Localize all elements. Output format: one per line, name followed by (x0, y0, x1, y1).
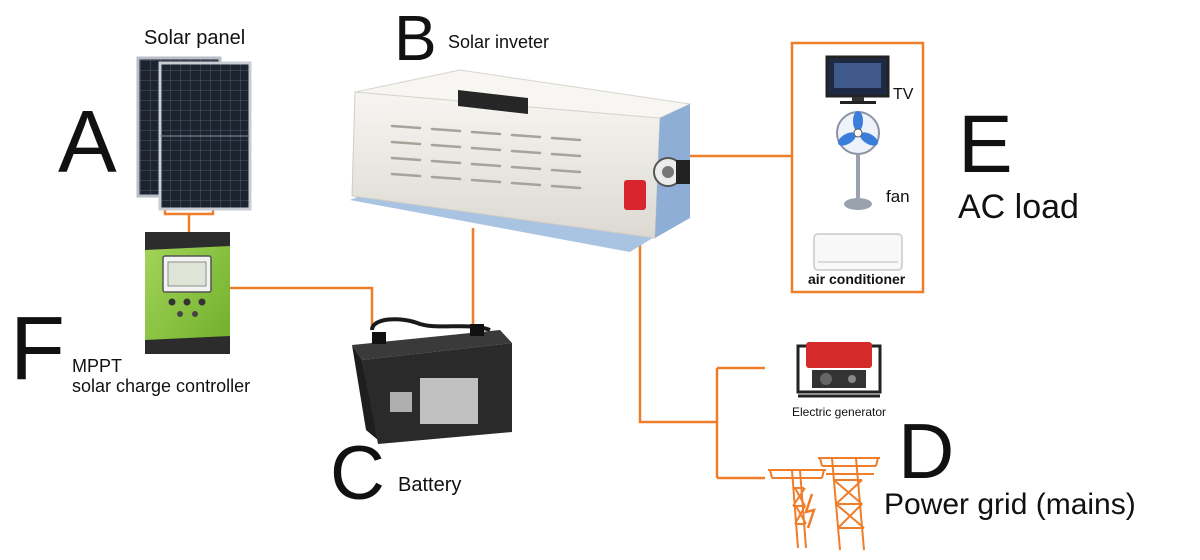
connector-controller-battery (228, 286, 374, 330)
electric-generator-label: Electric generator (792, 405, 887, 419)
component-letter-e: E (958, 99, 1013, 190)
component-letter-d: D (898, 407, 955, 495)
charge-controller-label: solar charge controller (72, 376, 251, 396)
solar-panel-icon (136, 56, 252, 211)
fan-icon (836, 111, 880, 210)
component-letter-c: C (330, 431, 385, 516)
ac-load-label: AC load (958, 188, 1079, 226)
air-conditioner-icon (813, 233, 903, 271)
component-letter-f: F (10, 299, 65, 399)
component-letter-b: B (394, 2, 437, 74)
connector-lines (163, 41, 925, 480)
acload-frame (790, 41, 925, 294)
tv-icon (825, 55, 890, 104)
connector-inverter-sources (638, 238, 765, 480)
inverter-icon (350, 69, 692, 252)
power-tower-icon (768, 457, 880, 551)
solar-inverter-label: Solar inveter (448, 32, 550, 52)
solar-panel-label: Solar panel (144, 27, 246, 49)
fan-label: fan (886, 187, 910, 206)
tv-label: TV (893, 86, 914, 103)
mppt-label: MPPT (72, 356, 123, 376)
battery-icon (352, 317, 512, 444)
charge-controller-icon (145, 232, 230, 354)
power-grid-label: Power grid (mains) (884, 488, 1136, 521)
generator-icon (796, 342, 882, 398)
component-letter-a: A (58, 92, 117, 191)
battery-label: Battery (398, 474, 462, 496)
air-conditioner-label: air conditioner (808, 271, 906, 287)
